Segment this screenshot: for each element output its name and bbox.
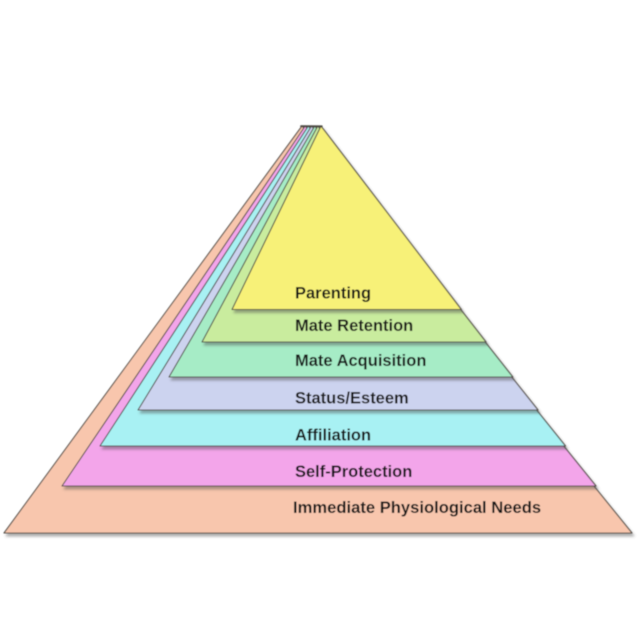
svg-text:Mate Acquisition: Mate Acquisition — [295, 352, 426, 370]
svg-text:Immediate Physiological Needs: Immediate Physiological Needs — [293, 498, 541, 517]
svg-text:Parenting: Parenting — [295, 284, 371, 302]
svg-text:Affiliation: Affiliation — [295, 426, 371, 444]
svg-text:Status/Esteem: Status/Esteem — [295, 389, 409, 407]
svg-text:Self-Protection: Self-Protection — [295, 463, 412, 481]
svg-text:Mate Retention: Mate Retention — [295, 317, 413, 335]
